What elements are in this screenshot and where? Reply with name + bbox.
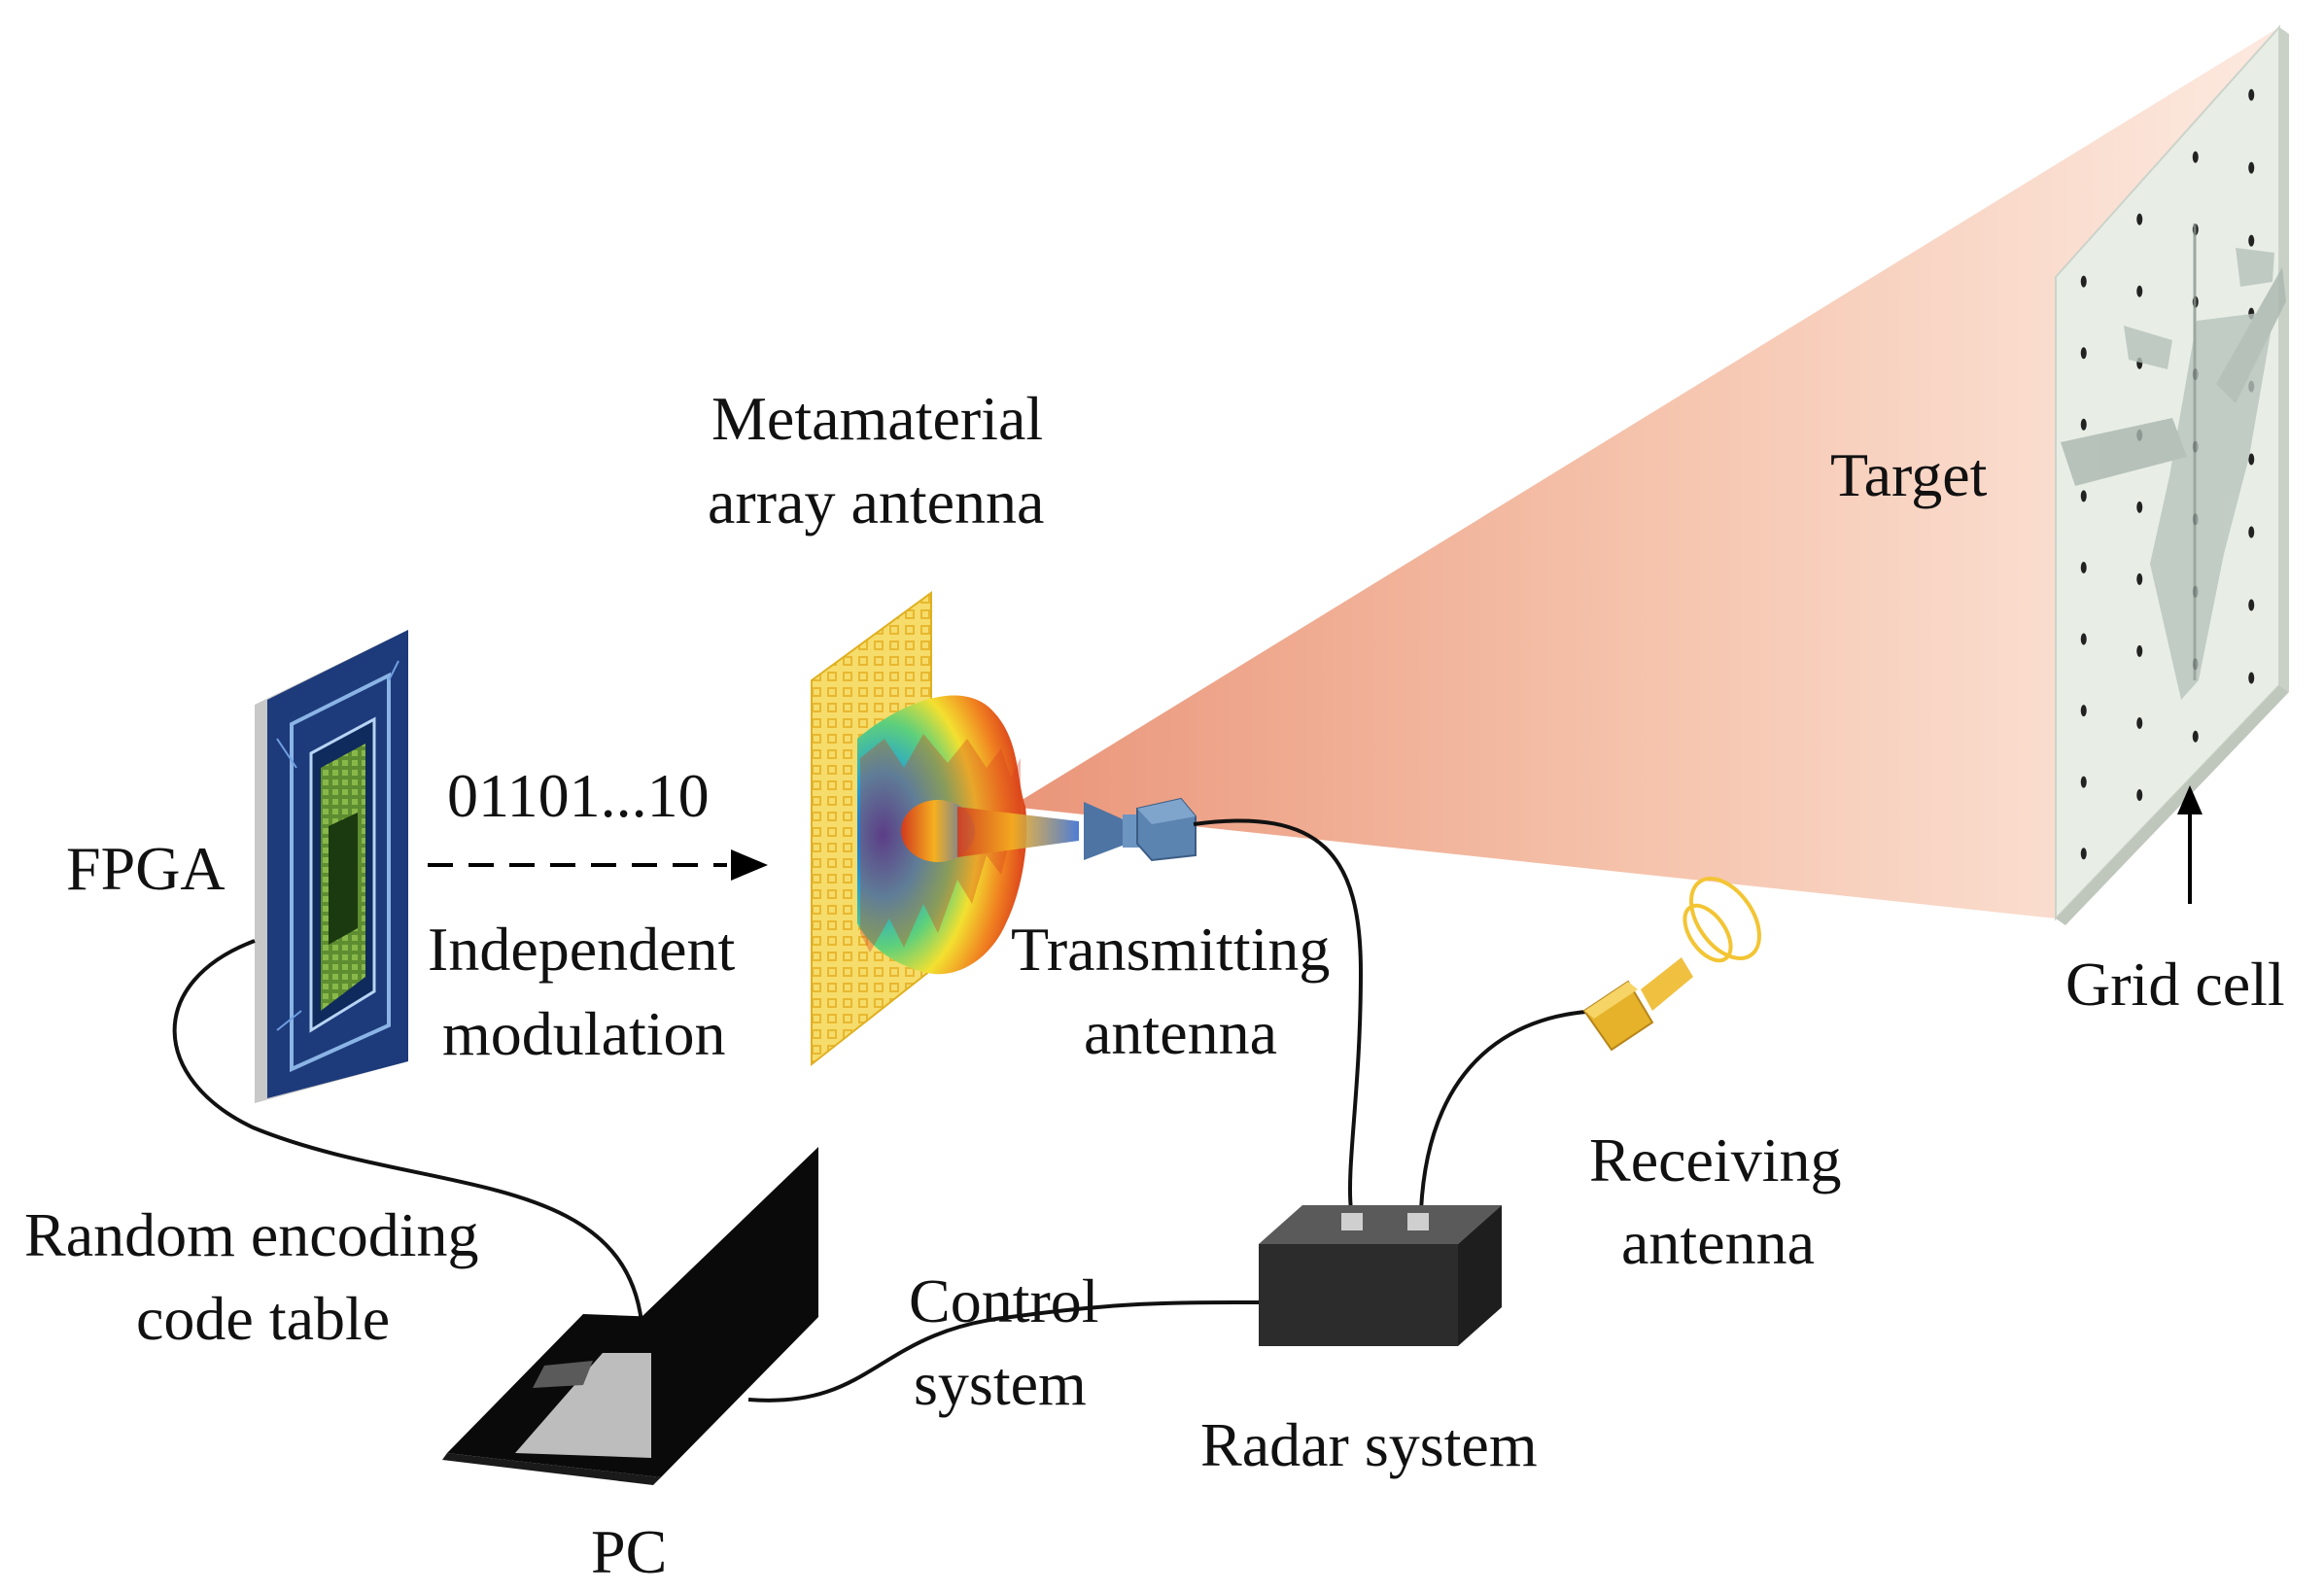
receive-horn-icon — [1582, 877, 1761, 1052]
cables — [172, 818, 1610, 1403]
random-code-label-line2: code table — [136, 1284, 390, 1353]
receive-label-line2: antenna — [1621, 1208, 1815, 1277]
metamaterial-label-line2: array antenna — [708, 468, 1044, 537]
grid-dot — [2248, 526, 2255, 538]
grid-dot — [2248, 88, 2255, 101]
grid-dot — [2136, 716, 2143, 729]
tx-cable — [1193, 818, 1364, 1211]
grid-plane-icon — [2055, 24, 2289, 925]
transmit-label-line2: antenna — [1084, 998, 1277, 1067]
random-code-label-line1: Random encoding — [24, 1200, 478, 1269]
grid-dot — [2248, 161, 2255, 174]
radar-beam — [1011, 27, 2279, 918]
transmit-label-line1: Transmitting — [1011, 915, 1330, 984]
radar-label: Radar system — [1200, 1410, 1538, 1479]
grid-dot — [2080, 275, 2087, 288]
grid-dot — [2248, 599, 2255, 611]
grid-dot — [2080, 776, 2087, 788]
target-label: Target — [1830, 440, 1988, 509]
grid-dot — [2080, 418, 2087, 431]
aircraft-target-icon — [2061, 224, 2286, 700]
grid-dot — [2080, 705, 2087, 717]
laptop-icon — [442, 1147, 818, 1485]
grid-dot — [2080, 633, 2087, 645]
grid-dot — [2136, 213, 2143, 225]
grid-dot — [2136, 644, 2143, 657]
grid-dot — [2136, 788, 2143, 801]
fpga-label: FPGA — [66, 834, 225, 903]
fpga-cable — [172, 939, 643, 1323]
grid-dot — [2136, 501, 2143, 513]
pc-label: PC — [591, 1517, 667, 1586]
grid-dot — [2192, 151, 2199, 163]
radiation-pattern-icon — [857, 695, 1079, 975]
radar-box-icon — [1259, 1205, 1502, 1346]
grid-dot — [2248, 453, 2255, 466]
rx-cable — [1419, 1009, 1610, 1211]
receive-label-line1: Receiving — [1589, 1125, 1841, 1195]
modulation-arrow — [428, 849, 768, 881]
grid-dot — [2248, 234, 2255, 247]
grid-dot — [2192, 730, 2199, 743]
code-sequence-label: 01101...10 — [447, 761, 710, 830]
transmit-horn-icon — [1084, 797, 1197, 862]
grid-dot — [2080, 490, 2087, 502]
control-cable — [747, 1300, 1260, 1403]
grid-dot — [2080, 848, 2087, 860]
grid-cell-arrow — [2177, 785, 2203, 904]
modulation-label-line2: modulation — [442, 999, 726, 1068]
grid-dot — [2136, 572, 2143, 585]
grid-cell-label: Grid cell — [2065, 950, 2285, 1019]
control-label-line2: system — [914, 1349, 1087, 1418]
grid-dot — [2080, 347, 2087, 360]
fpga-chip-icon — [255, 630, 408, 1103]
control-label-line1: Control — [909, 1266, 1099, 1335]
metamaterial-label-line1: Metamaterial — [711, 384, 1043, 453]
grid-dot — [2136, 285, 2143, 297]
grid-dot — [2080, 561, 2087, 573]
modulation-label-line1: Independent — [428, 915, 736, 984]
grid-dot — [2248, 672, 2255, 684]
